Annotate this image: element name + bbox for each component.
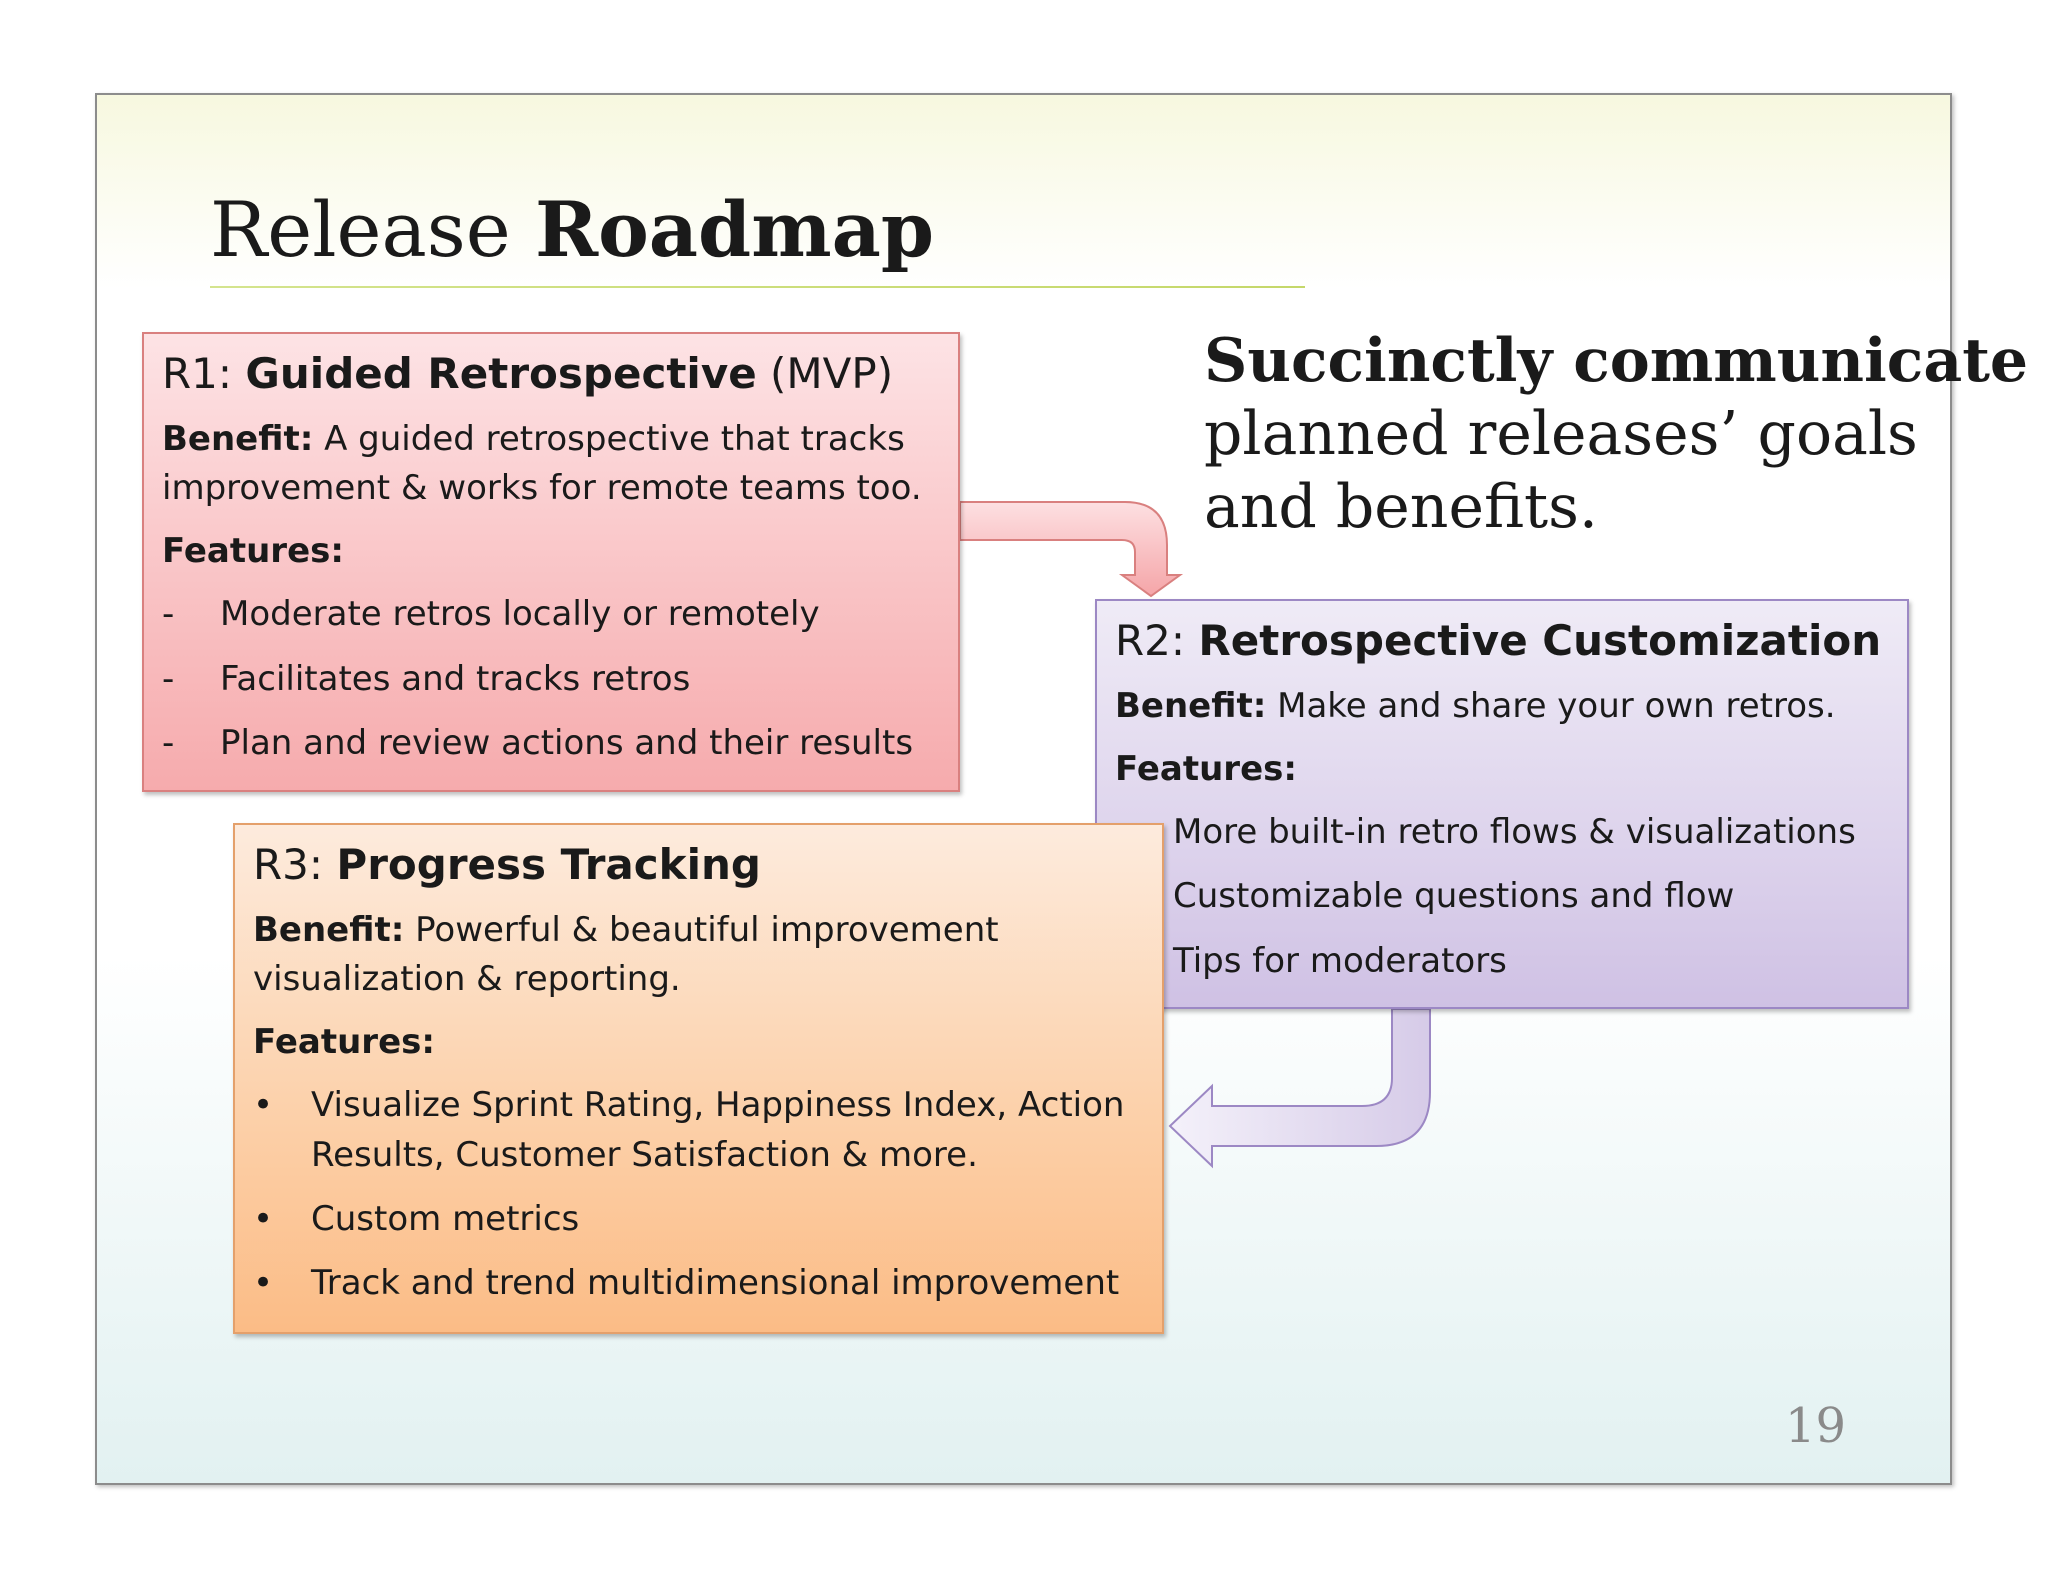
bullet-marker: • (253, 1085, 274, 1126)
r3-name: Progress Tracking (336, 840, 761, 889)
release-card-r3: R3: Progress Tracking Benefit: Powerful … (233, 823, 1164, 1334)
title-regular: Release (210, 185, 511, 274)
r1-tag: (MVP) (770, 349, 894, 398)
r1-name: Guided Retrospective (245, 349, 757, 398)
feature-text: Track and trend multidimensional improve… (311, 1263, 1120, 1304)
r1-feature-list: - Moderate retros locally or remotely - Fa… (162, 590, 958, 768)
title-bold: Roadmap (534, 185, 934, 274)
tagline-bold: Succinctly communicate (1204, 326, 2029, 396)
list-item: - Facilitates and tracks retros (162, 655, 958, 704)
feature-text: Custom metrics (311, 1198, 580, 1239)
r1-benefit-label: Benefit: (162, 418, 314, 459)
r2-id: R2: (1115, 616, 1186, 665)
feature-text: Visualize Sprint Rating, Happiness Index… (311, 1085, 1125, 1175)
r2-features-label: Features: (1115, 748, 1297, 789)
list-item: - Plan and review actions and their resul… (162, 719, 958, 768)
feature-text: More built-in retro flows & visualizatio… (1173, 812, 1856, 853)
list-item: • Visualize Sprint Rating, Happiness Inde… (253, 1081, 1162, 1180)
list-item: - Moderate retros locally or remotely (162, 590, 958, 639)
r2-feature-list: -More built-in retro flows & visualizati… (1115, 808, 1907, 986)
r2-benefit: Benefit: Make and share your own retros. (1115, 682, 1907, 731)
list-item: -Customizable questions and flow (1115, 872, 1907, 921)
r1-features-label: Features: (162, 531, 344, 572)
r3-benefit: Benefit: Powerful & beautiful improvemen… (253, 906, 1162, 1005)
feature-text: Customizable questions and flow (1173, 876, 1735, 917)
r1-heading: R1: Guided Retrospective (MVP) (162, 348, 958, 401)
tagline-rest: planned releases’ goals and benefits. (1204, 399, 1918, 543)
title-underline (210, 286, 1305, 288)
r2-name: Retrospective Customization (1198, 616, 1882, 665)
feature-text: Plan and review actions and their result… (220, 722, 914, 763)
arrow-r2-to-r3 (1168, 1008, 1431, 1169)
feature-text: Facilitates and tracks retros (220, 658, 691, 699)
r3-heading: R3: Progress Tracking (253, 839, 1162, 892)
arrow-r1-to-r2 (959, 501, 1184, 598)
release-card-r2: R2: Retrospective Customization Benefit:… (1095, 599, 1909, 1009)
bullet-marker: • (253, 1263, 274, 1304)
list-marker: - (162, 722, 175, 763)
r3-feature-list: • Visualize Sprint Rating, Happiness Inde… (253, 1081, 1162, 1308)
r3-features-label: Features: (253, 1022, 435, 1063)
feature-text: Moderate retros locally or remotely (220, 594, 820, 635)
bullet-marker: • (253, 1198, 274, 1239)
list-marker: - (162, 658, 175, 699)
release-card-r1: R1: Guided Retrospective (MVP) Benefit: … (142, 332, 960, 792)
r2-heading: R2: Retrospective Customization (1115, 615, 1907, 668)
r1-benefit: Benefit: A guided retrospective that tra… (162, 415, 958, 514)
r3-benefit-text: Powerful & beautiful improvement visuali… (253, 909, 999, 999)
list-item: • Custom metrics (253, 1195, 1162, 1244)
list-item: • Track and trend multidimensional improv… (253, 1259, 1162, 1308)
slide-title: Release Roadmap (210, 188, 934, 272)
r3-id: R3: (253, 840, 324, 889)
feature-text: Tips for moderators (1173, 940, 1507, 981)
page-number: 19 (1785, 1398, 1847, 1454)
r3-benefit-label: Benefit: (253, 909, 405, 950)
r2-benefit-text: Make and share your own retros. (1277, 685, 1836, 726)
list-item: -More built-in retro flows & visualizati… (1115, 808, 1907, 857)
list-marker: - (162, 594, 175, 635)
r1-id: R1: (162, 349, 233, 398)
r2-benefit-label: Benefit: (1115, 685, 1267, 726)
list-item: -Tips for moderators (1115, 937, 1907, 986)
r1-benefit-text: A guided retrospective that tracks impro… (162, 418, 922, 508)
